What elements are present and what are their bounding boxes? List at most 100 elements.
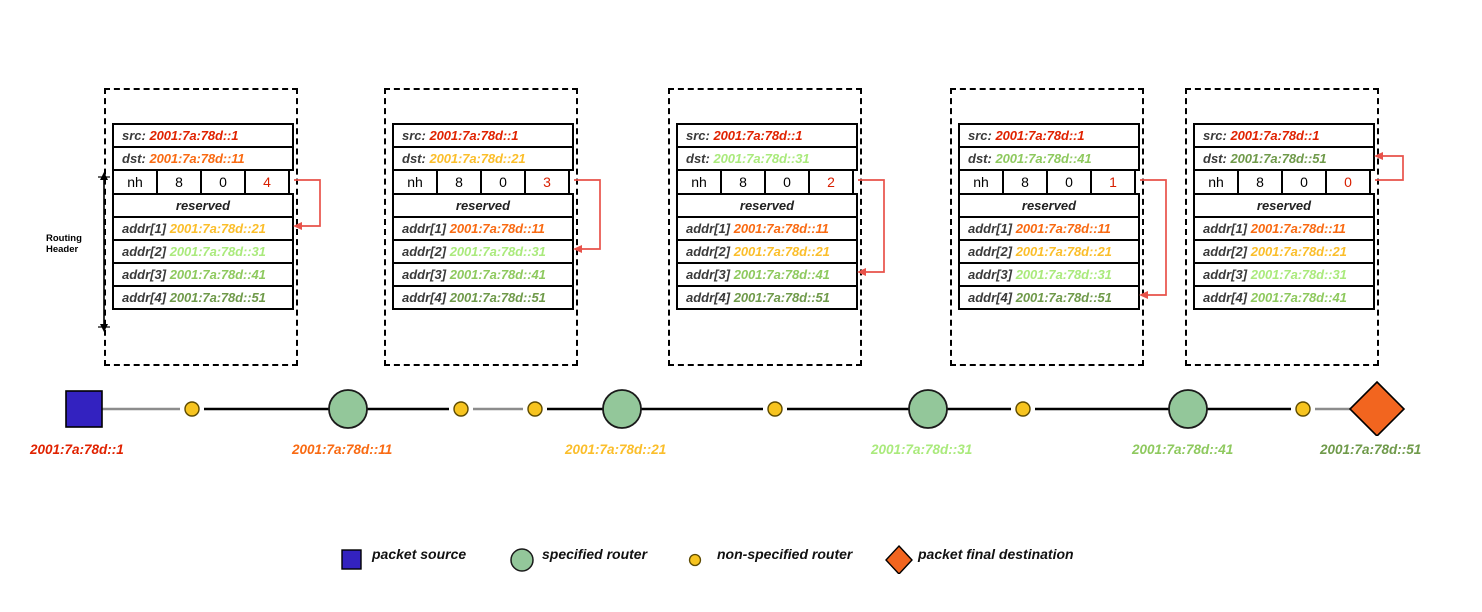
field-addr-1: addr[1] 2001:7a:78d::11 bbox=[958, 216, 1140, 241]
field-addr-4: addr[4] 2001:7a:78d::41 bbox=[1193, 285, 1375, 310]
field-addr-4: addr[4] 2001:7a:78d::51 bbox=[958, 285, 1140, 310]
field-addr-2-value: 2001:7a:78d::31 bbox=[449, 244, 546, 259]
field-hdr-ext-len: 8 bbox=[436, 169, 482, 195]
field-dst: dst: 2001:7a:78d::51 bbox=[1193, 146, 1375, 171]
field-addr-1-label: addr[1] bbox=[686, 221, 731, 236]
field-addr-1-value: 2001:7a:78d::21 bbox=[169, 221, 266, 236]
field-src-value: 2001:7a:78d::1 bbox=[429, 128, 519, 143]
field-hdr-ext-len: 8 bbox=[1237, 169, 1283, 195]
field-addr-2-value: 2001:7a:78d::21 bbox=[1015, 244, 1112, 259]
field-src-label: src: bbox=[402, 128, 426, 143]
field-addr-4-value: 2001:7a:78d::51 bbox=[449, 290, 546, 305]
field-addr-3-label: addr[3] bbox=[968, 267, 1013, 282]
field-addr-4: addr[4] 2001:7a:78d::51 bbox=[392, 285, 574, 310]
node-non-specified-router bbox=[453, 401, 469, 417]
field-dst: dst: 2001:7a:78d::41 bbox=[958, 146, 1140, 171]
field-routing-type: 0 bbox=[1046, 169, 1092, 195]
legend-label: specified router bbox=[542, 546, 648, 562]
field-src-label: src: bbox=[1203, 128, 1227, 143]
field-addr-3-value: 2001:7a:78d::41 bbox=[449, 267, 546, 282]
legend-specified-router-icon-svg bbox=[510, 548, 534, 572]
field-addr-3: addr[3] 2001:7a:78d::31 bbox=[1193, 262, 1375, 287]
field-addr-1: addr[1] 2001:7a:78d::11 bbox=[392, 216, 574, 241]
field-addr-1-label: addr[1] bbox=[968, 221, 1013, 236]
field-addr-4-label: addr[4] bbox=[968, 290, 1013, 305]
field-addr-3-label: addr[3] bbox=[122, 267, 167, 282]
legend-non-specified-router-icon-svg bbox=[688, 553, 702, 567]
field-dst: dst: 2001:7a:78d::11 bbox=[112, 146, 294, 171]
field-addr-4-value: 2001:7a:78d::51 bbox=[1015, 290, 1112, 305]
field-addr-4-value: 2001:7a:78d::41 bbox=[1250, 290, 1347, 305]
field-reserved: reserved bbox=[112, 193, 294, 218]
field-reserved: reserved bbox=[1193, 193, 1375, 218]
legend-specified-router-icon bbox=[510, 548, 534, 572]
field-src-value: 2001:7a:78d::1 bbox=[149, 128, 239, 143]
field-dst-label: dst: bbox=[1203, 151, 1227, 166]
field-segments-left: 1 bbox=[1090, 169, 1136, 195]
node-label: 2001:7a:78d::1 bbox=[30, 442, 124, 457]
field-routing-type: 0 bbox=[200, 169, 246, 195]
node-packet-final-destination bbox=[1348, 380, 1406, 436]
field-addr-1-value: 2001:7a:78d::11 bbox=[733, 221, 829, 236]
field-addr-4: addr[4] 2001:7a:78d::51 bbox=[112, 285, 294, 310]
field-addr-2: addr[2] 2001:7a:78d::21 bbox=[1193, 239, 1375, 264]
field-src-label: src: bbox=[686, 128, 710, 143]
field-addr-4-label: addr[4] bbox=[402, 290, 447, 305]
field-next-header: nh bbox=[958, 169, 1004, 195]
field-addr-4-value: 2001:7a:78d::51 bbox=[169, 290, 266, 305]
node-label: 2001:7a:78d::31 bbox=[871, 442, 973, 457]
field-src: src: 2001:7a:78d::1 bbox=[392, 123, 574, 148]
field-src: src: 2001:7a:78d::1 bbox=[112, 123, 294, 148]
field-addr-1-value: 2001:7a:78d::11 bbox=[1015, 221, 1111, 236]
node-non-specified-router bbox=[1015, 401, 1031, 417]
field-addr-3: addr[3] 2001:7a:78d::41 bbox=[112, 262, 294, 287]
field-addr-1: addr[1] 2001:7a:78d::11 bbox=[1193, 216, 1375, 241]
node-non-specified-router bbox=[184, 401, 200, 417]
field-addr-2-value: 2001:7a:78d::21 bbox=[1250, 244, 1347, 259]
field-reserved: reserved bbox=[676, 193, 858, 218]
field-src: src: 2001:7a:78d::1 bbox=[676, 123, 858, 148]
field-dst: dst: 2001:7a:78d::21 bbox=[392, 146, 574, 171]
node-specified-router bbox=[602, 389, 642, 429]
legend-packet-source-icon bbox=[341, 549, 362, 570]
legend-packet-source-icon-svg bbox=[341, 549, 362, 570]
field-src-label: src: bbox=[968, 128, 992, 143]
field-addr-3-value: 2001:7a:78d::31 bbox=[1250, 267, 1347, 282]
field-addr-3: addr[3] 2001:7a:78d::31 bbox=[958, 262, 1140, 287]
field-dst-value: 2001:7a:78d::41 bbox=[995, 151, 1092, 166]
field-addr-1-value: 2001:7a:78d::11 bbox=[1250, 221, 1346, 236]
field-addr-1-label: addr[1] bbox=[402, 221, 447, 236]
node-specified-router bbox=[908, 389, 948, 429]
field-addr-4-label: addr[4] bbox=[122, 290, 167, 305]
field-addr-2-label: addr[2] bbox=[1203, 244, 1248, 259]
field-dst-value: 2001:7a:78d::51 bbox=[1230, 151, 1327, 166]
legend-packet-final-destination-icon bbox=[885, 544, 913, 574]
field-next-header: nh bbox=[676, 169, 722, 195]
field-src-value: 2001:7a:78d::1 bbox=[713, 128, 803, 143]
field-next-header: nh bbox=[112, 169, 158, 195]
node-label: 2001:7a:78d::51 bbox=[1320, 442, 1422, 457]
field-dst-value: 2001:7a:78d::31 bbox=[713, 151, 810, 166]
field-routing-type: 0 bbox=[1281, 169, 1327, 195]
field-hdr-ext-len: 8 bbox=[720, 169, 766, 195]
node-label: 2001:7a:78d::11 bbox=[292, 442, 393, 457]
node-non-specified-router bbox=[767, 401, 783, 417]
field-next-header: nh bbox=[392, 169, 438, 195]
field-addr-3-value: 2001:7a:78d::31 bbox=[1015, 267, 1112, 282]
node-non-specified-router bbox=[1295, 401, 1311, 417]
field-addr-1-label: addr[1] bbox=[1203, 221, 1248, 236]
field-next-header: nh bbox=[1193, 169, 1239, 195]
field-src-value: 2001:7a:78d::1 bbox=[1230, 128, 1320, 143]
field-addr-3-label: addr[3] bbox=[1203, 267, 1248, 282]
field-addr-1-value: 2001:7a:78d::11 bbox=[449, 221, 545, 236]
node-packet-source bbox=[65, 390, 103, 428]
